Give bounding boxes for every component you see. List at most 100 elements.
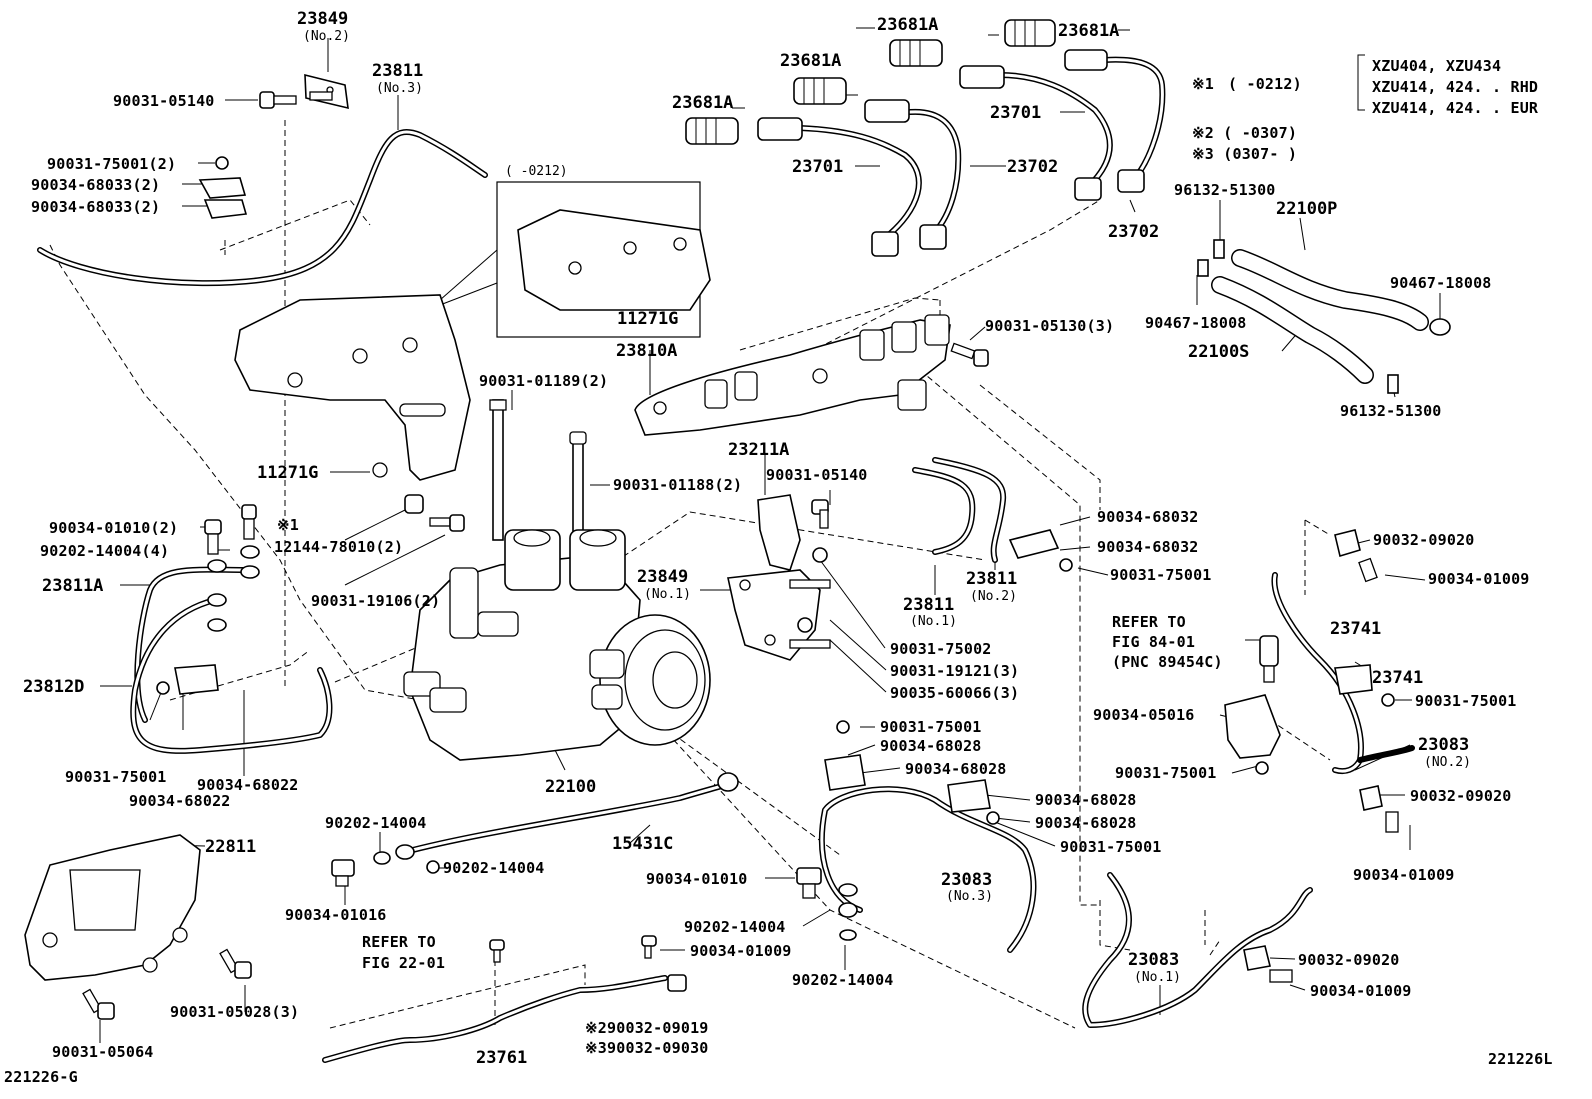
- harness-23761: [322, 975, 668, 1063]
- label-96132-51300-a: 96132-51300: [1174, 181, 1276, 199]
- label-90034-01010: 90034-01010: [646, 870, 748, 888]
- label-90032-09020-b: 90032-09020: [1410, 787, 1512, 805]
- label-23741-a: 23741: [1330, 619, 1381, 639]
- label-90032-09020-c: 90032-09020: [1298, 951, 1400, 969]
- label-90031-75001-c: 90031-75001: [1115, 764, 1217, 782]
- bolt-90034-01010: [796, 867, 858, 941]
- label-22811: 22811: [205, 837, 256, 857]
- label-90031-75001-e: 90031-75001: [1415, 692, 1517, 710]
- label-23849-no2: 23849: [297, 9, 348, 29]
- hoses-22100P-22100S: [1211, 249, 1429, 384]
- label-90031-05064: 90031-05064: [52, 1043, 154, 1061]
- label-90032-09020-a: 90032-09020: [1373, 531, 1475, 549]
- label-23811-no2-sub: (No.2): [970, 589, 1017, 604]
- pump-22100: [403, 529, 711, 761]
- label-90202-14004-d: 90202-14004: [792, 971, 894, 989]
- label-90031-75002: 90031-75002: [890, 640, 992, 658]
- refer-84-line1: REFER TO: [1112, 613, 1186, 631]
- bolt-90031-05130: [950, 342, 989, 367]
- label-23811-no2: 23811: [966, 569, 1017, 589]
- label-23849-no1-sub: (No.1): [644, 587, 691, 602]
- label-23761: 23761: [476, 1048, 527, 1068]
- label-90034-68022-b: 90034-68022: [129, 792, 231, 810]
- note-3: ※3 (0307- ): [1192, 145, 1297, 163]
- clamps-90034-68032: [1008, 529, 1073, 572]
- note-1-mark: ※1: [277, 516, 299, 534]
- label-15431C: 15431C: [612, 834, 673, 854]
- label-90202-14004-4: 90202-14004(4): [40, 542, 169, 560]
- label-90034-01010-2: 90034-01010(2): [49, 519, 178, 537]
- label-23701-a: 23701: [792, 157, 843, 177]
- bolt-90031-05140-a: [259, 91, 297, 109]
- fig-code: 221226-G: [4, 1068, 78, 1086]
- diagram-code: 221226L: [1488, 1050, 1553, 1068]
- label-90034-68022-a: 90034-68022: [197, 776, 299, 794]
- label-23083-no3: 23083: [941, 870, 992, 890]
- bolts-90031-01189-01188: [489, 399, 587, 541]
- label-90031-01189: 90031-01189(2): [479, 372, 608, 390]
- label-90034-01009-c: 90034-01009: [1353, 866, 1455, 884]
- pipe-23701-b: [997, 72, 1113, 188]
- refer-84-line2: FIG 84-01: [1112, 633, 1195, 651]
- refer-22-line1: REFER TO: [362, 933, 436, 951]
- clamps-90034-68033: [198, 156, 248, 219]
- label-23681A-1: 23681A: [877, 15, 938, 35]
- pipe-15431C: [402, 782, 728, 855]
- part-number-labels: 23849 (No.2) 23811 (No.3) 90031-05140 90…: [4, 9, 1553, 1086]
- label-23810A: 23810A: [616, 341, 677, 361]
- note-1-model-3: XZU414, 424. . EUR: [1372, 99, 1539, 117]
- label-90034-01016: 90034-01016: [285, 906, 387, 924]
- hose-clamps-right: [1197, 239, 1451, 394]
- label-23681A-4: 23681A: [672, 93, 733, 113]
- label-90034-68032-a: 90034-68032: [1097, 508, 1199, 526]
- label-23083-no2-sub: (NO.2): [1424, 755, 1471, 770]
- label-90467-18008-a: 90467-18008: [1390, 274, 1492, 292]
- label-90034-01009-d: 90034-01009: [1310, 982, 1412, 1000]
- label-23811-no1-sub: (No.1): [910, 614, 957, 629]
- label-22100: 22100: [545, 777, 596, 797]
- small-parts-center: [404, 494, 829, 633]
- label-90034-68028-b: 90034-68028: [905, 760, 1007, 778]
- label-90032-09019: ※290032-09019: [585, 1019, 709, 1037]
- label-90031-75001-g: 90031-75001: [1060, 838, 1162, 856]
- label-23083-no3-sub: (No.3): [946, 889, 993, 904]
- label-23811-no1: 23811: [903, 595, 954, 615]
- note-2: ※2 ( -0307): [1192, 124, 1297, 142]
- pipe-23083-no2: [1271, 572, 1415, 775]
- banjo-15431C: [331, 772, 739, 887]
- label-90031-75001-f: 90031-75001: [880, 718, 982, 736]
- label-90034-68033-a: 90034-68033(2): [31, 176, 160, 194]
- label-23681A-3: 23681A: [780, 51, 841, 71]
- label-90031-01188: 90031-01188(2): [613, 476, 742, 494]
- label-23849-no2-sub: (No.2): [303, 29, 350, 44]
- note-1-mark-top: ※1: [1192, 75, 1214, 93]
- label-23849-no1: 23849: [637, 567, 688, 587]
- refer-84-line3: (PNC 89454C): [1112, 653, 1223, 671]
- leader-lines: [99, 27, 1441, 1043]
- inset-box: [439, 181, 711, 338]
- label-90031-05140-a: 90031-05140: [113, 92, 215, 110]
- label-90035-60066: 90035-60066(3): [890, 684, 1019, 702]
- label-90034-01009-a: 90034-01009: [1428, 570, 1530, 588]
- label-90031-19121: 90031-19121(3): [890, 662, 1019, 680]
- label-90031-75001-r: 90031-75001: [1110, 566, 1212, 584]
- label-96132-51300-b: 96132-51300: [1340, 402, 1442, 420]
- pipe-23811-no3: [37, 129, 488, 287]
- pipe-23702-a: [907, 108, 962, 235]
- label-23811-no3-sub: (No.3): [376, 81, 423, 96]
- label-90032-09030: ※390032-09030: [585, 1039, 709, 1057]
- bracket-23211A: [757, 494, 801, 571]
- clamps-90034-68022: [156, 664, 219, 695]
- label-22100S: 22100S: [1188, 342, 1249, 362]
- label-23811A: 23811A: [42, 576, 103, 596]
- banjo-bolts-left: [204, 504, 260, 632]
- label-90031-75001-h: 90031-75001: [65, 768, 167, 786]
- label-23741-b: 23741: [1372, 668, 1423, 688]
- label-23681A-2: 23681A: [1058, 21, 1119, 41]
- label-90034-05016: 90034-05016: [1093, 706, 1195, 724]
- pipe-23811-no1-no2: [912, 457, 1007, 563]
- pipe-ends: [757, 49, 1145, 257]
- shield-11271G: [234, 294, 471, 481]
- note-1-range: ( -0212): [1228, 75, 1302, 93]
- bolts-bottom-left: [82, 948, 252, 1020]
